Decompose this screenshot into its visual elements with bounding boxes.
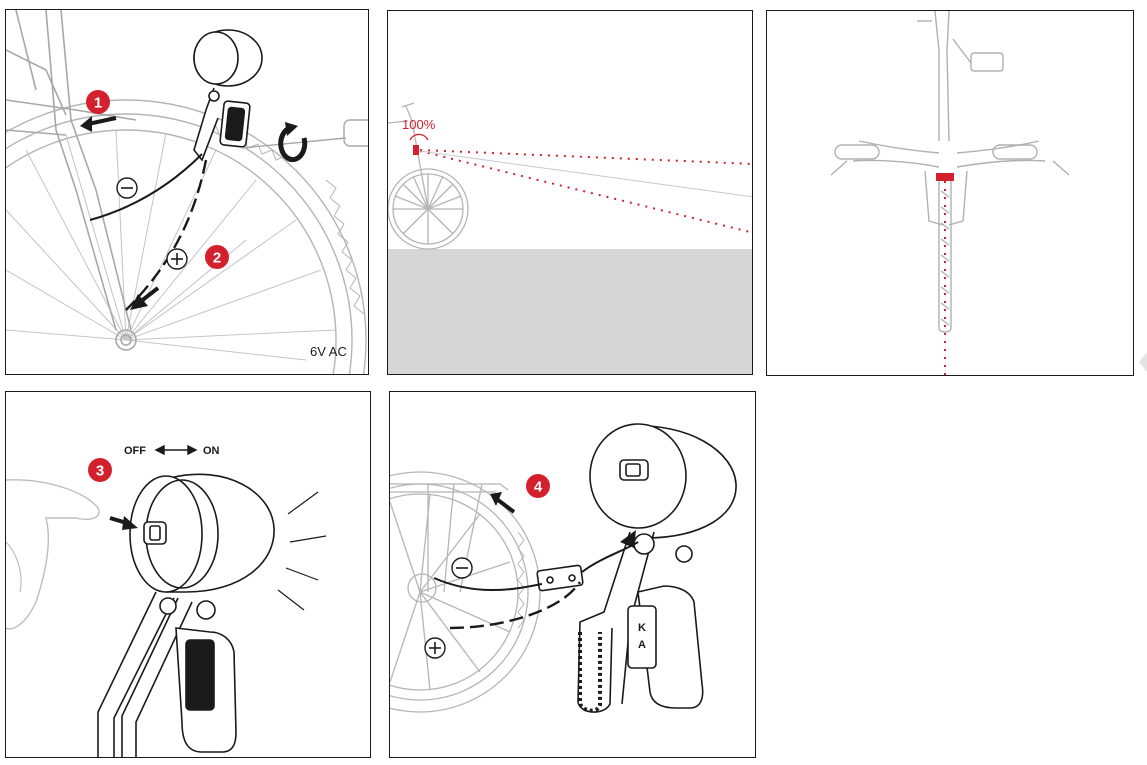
wiring-illustration: 1 2 6V AC	[6, 10, 368, 374]
rotate-arrow-icon	[278, 125, 308, 163]
svg-text:1: 1	[94, 95, 102, 112]
arrow-left-icon	[87, 116, 117, 126]
headlamp-rear-view	[577, 423, 737, 713]
fork-frame	[6, 10, 137, 351]
beam-angle-arc	[409, 133, 429, 141]
beam-lines	[419, 149, 752, 234]
wire-positive	[125, 159, 208, 311]
double-arrow-icon	[154, 444, 198, 456]
mount-brackets	[97, 591, 237, 757]
panel-connector: K A 4	[389, 391, 756, 758]
arrow-down-head-icon	[130, 294, 148, 310]
svg-text:4: 4	[534, 479, 543, 496]
wire-positive-rear	[449, 581, 581, 630]
panel-switch: OFF ON 3	[5, 391, 371, 758]
page-edge-marker	[1139, 352, 1147, 372]
panel-wiring: 1 2 6V AC	[5, 9, 369, 375]
svg-text:2: 2	[213, 250, 221, 267]
light-rays	[277, 491, 327, 611]
lamp-marker-top	[936, 173, 954, 181]
minus-terminal-icon	[116, 177, 138, 199]
step-3-badge: 3	[88, 458, 112, 482]
rotate-arrow-head-icon	[285, 122, 298, 136]
arrow-down-icon	[138, 286, 160, 304]
front-wheel	[6, 99, 367, 374]
rear-wheel	[390, 471, 541, 713]
off-label: OFF	[124, 445, 146, 457]
hand	[6, 479, 100, 630]
connect-arrow-head-icon	[620, 530, 636, 548]
beam-percent-label: 100%	[402, 117, 436, 132]
ground	[388, 249, 752, 374]
panel-beam-top	[766, 10, 1134, 376]
a-terminal-label: A	[638, 639, 646, 651]
step-2-badge: 2	[205, 245, 229, 269]
step-4-badge: 4	[526, 474, 550, 498]
brush-tube	[578, 632, 602, 713]
push-arrow-head-icon	[122, 516, 138, 530]
connector-illustration: K A 4	[390, 423, 737, 713]
insert-arrow-head-icon	[490, 492, 502, 506]
switch-illustration: OFF ON 3	[6, 444, 327, 757]
screwdriver	[241, 119, 368, 149]
headlamp	[193, 29, 263, 162]
beam-axis	[419, 150, 752, 198]
bicycle-top	[830, 11, 1070, 333]
wire-negative-rear	[433, 577, 543, 592]
panel-beam-side: 100%	[387, 10, 753, 375]
lamp-marker	[413, 145, 419, 155]
plus-terminal-icon	[166, 248, 188, 270]
spokes	[6, 129, 337, 361]
plus-terminal-rear-icon	[424, 637, 446, 659]
svg-text:3: 3	[96, 463, 104, 480]
beam-top-illustration	[830, 11, 1070, 375]
wire-to-lamp	[581, 541, 639, 573]
beam-side-illustration: 100%	[388, 102, 752, 374]
step-1-badge: 1	[86, 90, 110, 114]
connector-plug	[536, 564, 584, 592]
on-label: ON	[203, 445, 220, 457]
wire-negative	[89, 153, 203, 221]
insert-arrow-icon	[496, 498, 516, 514]
arrow-left-head-icon	[80, 116, 92, 132]
bicycle-wheel	[388, 102, 469, 250]
headlamp-body	[129, 473, 275, 593]
k-terminal-label: K	[638, 622, 646, 634]
minus-terminal-rear-icon	[451, 557, 473, 579]
voltage-label: 6V AC	[310, 344, 347, 359]
